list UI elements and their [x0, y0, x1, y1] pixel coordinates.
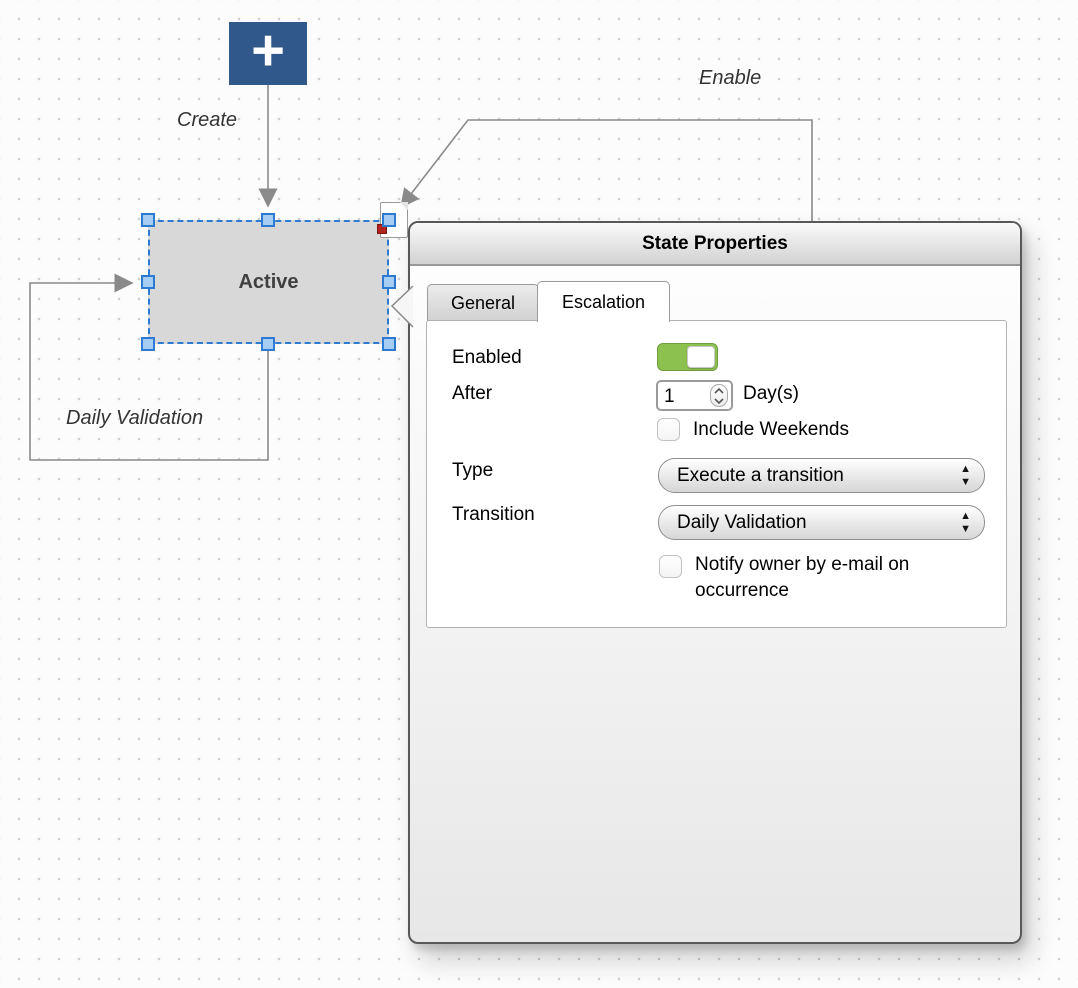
- after-days-input[interactable]: 1: [656, 380, 733, 411]
- toggle-knob: [687, 346, 715, 368]
- plus-icon: +: [251, 17, 285, 83]
- resize-handle-sw[interactable]: [141, 337, 155, 351]
- after-unit-label: Day(s): [743, 383, 799, 404]
- state-properties-dialog: State Properties General Escalation Enab…: [390, 221, 1022, 944]
- tab-escalation[interactable]: Escalation: [537, 281, 671, 322]
- resize-handle-n[interactable]: [261, 213, 275, 227]
- include-weekends-checkbox[interactable]: [657, 418, 680, 441]
- notify-owner-checkbox[interactable]: [659, 555, 682, 578]
- daily-validation-transition-label[interactable]: Daily Validation: [66, 407, 204, 429]
- resize-handle-ne[interactable]: [382, 213, 396, 227]
- state-node-active[interactable]: Active: [148, 220, 389, 344]
- resize-handle-se[interactable]: [382, 337, 396, 351]
- resize-handle-e[interactable]: [382, 275, 396, 289]
- dialog-title: State Properties: [410, 223, 1020, 266]
- enable-transition-label[interactable]: Enable: [699, 67, 762, 89]
- type-select-value: Execute a transition: [677, 465, 844, 486]
- enabled-toggle[interactable]: [657, 343, 718, 371]
- type-label: Type: [452, 460, 494, 481]
- type-select[interactable]: Execute a transition ▲▼: [658, 458, 985, 493]
- resize-handle-nw[interactable]: [141, 213, 155, 227]
- after-label: After: [452, 383, 493, 404]
- transition-select-value: Daily Validation: [677, 512, 807, 533]
- create-state-node[interactable]: +: [229, 17, 307, 85]
- transition-label: Transition: [452, 504, 535, 525]
- select-arrows-icon: ▲▼: [960, 510, 971, 535]
- include-weekends-label: Include Weekends: [693, 419, 849, 440]
- create-transition-label[interactable]: Create: [177, 109, 238, 131]
- notify-owner-label: Notify owner by e-mail on occurrence: [695, 554, 910, 601]
- stepper-chevrons-icon: [714, 387, 724, 405]
- state-label: Active: [238, 270, 299, 293]
- resize-handle-s[interactable]: [261, 337, 275, 351]
- transition-select[interactable]: Daily Validation ▲▼: [658, 505, 985, 540]
- enabled-label: Enabled: [452, 347, 522, 368]
- tab-general[interactable]: General: [427, 284, 540, 321]
- select-arrows-icon: ▲▼: [960, 463, 971, 488]
- escalation-tab-panel: Enabled After 1 Day(s) Include Weekends …: [426, 320, 1007, 628]
- resize-handle-w[interactable]: [141, 275, 155, 289]
- stepper-control[interactable]: [710, 384, 728, 407]
- dialog-pointer-notch: [390, 285, 414, 328]
- after-days-value: 1: [664, 386, 675, 407]
